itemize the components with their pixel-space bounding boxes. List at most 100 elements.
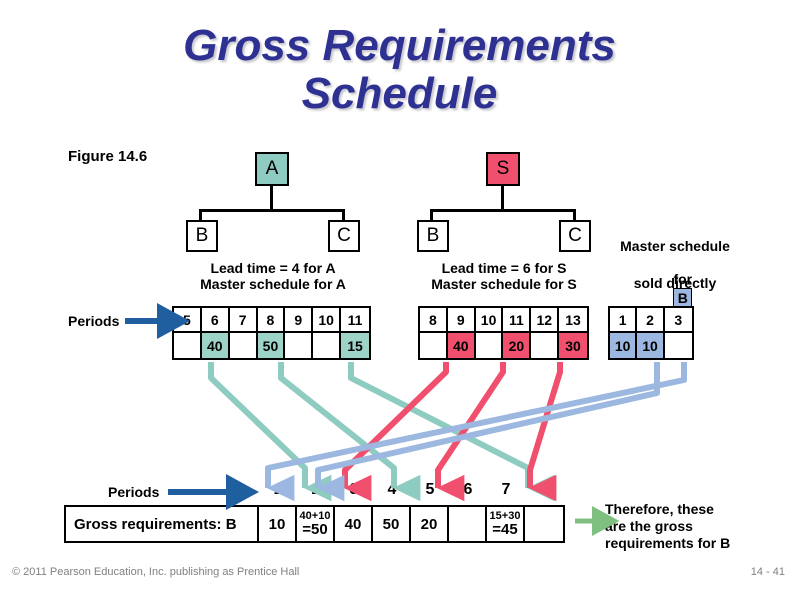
arrow-a-15-to-p7 bbox=[348, 362, 555, 502]
figure-label: Figure 14.6 bbox=[68, 148, 148, 165]
schedule-a-value-cell bbox=[285, 333, 314, 358]
tree-a-caption-line2: Master schedule for A bbox=[200, 276, 346, 292]
gross-value-cell: 40 bbox=[335, 507, 373, 541]
note-line1: Therefore, these bbox=[605, 501, 714, 517]
periods-label-top: Periods bbox=[68, 313, 120, 329]
schedule-a-value-cell bbox=[313, 333, 342, 358]
page-title-line-2: Schedule bbox=[301, 69, 498, 118]
gross-period-header: 6 bbox=[463, 481, 473, 498]
gross-period-header: 2 bbox=[311, 481, 321, 498]
schedule-s-value-cell bbox=[531, 333, 560, 358]
schedule-s-value-cell: 20 bbox=[503, 333, 532, 358]
gross-period-header: 5 bbox=[425, 481, 435, 498]
tree-a-caption-line1: Lead time = 4 for A bbox=[210, 260, 336, 276]
arrow-b-10-to-p2 bbox=[315, 362, 660, 502]
gross-value-cell bbox=[525, 507, 563, 541]
schedule-a-value-cell bbox=[229, 333, 258, 358]
tree-s-child-b-node: B bbox=[417, 220, 449, 252]
schedule-s-period-cell: 11 bbox=[503, 308, 532, 333]
schedule-s-value-cell bbox=[475, 333, 504, 358]
gross-value-addends: 40+10 bbox=[299, 510, 331, 522]
schedule-s-period-cell: 8 bbox=[420, 308, 448, 333]
gross-period-header: 4 bbox=[387, 481, 397, 498]
gross-value-sum: =45 bbox=[492, 521, 518, 538]
schedule-a-period-cell: 6 bbox=[201, 308, 230, 333]
tree-a-stem bbox=[270, 186, 273, 211]
tree-a-child-b-node: B bbox=[186, 220, 218, 252]
gross-period-header: 3 bbox=[349, 481, 359, 498]
gross-period-header: 8 bbox=[539, 481, 549, 498]
schedule-a-value-cell: 40 bbox=[201, 333, 230, 358]
arrow-s-30-to-p7 bbox=[527, 362, 563, 502]
gross-value-cell bbox=[449, 507, 487, 541]
tree-s-child-c-node: C bbox=[559, 220, 591, 252]
arrow-a-40-to-p2 bbox=[208, 362, 332, 502]
arrow-s-40-to-p3 bbox=[342, 362, 449, 502]
master-b-caption-for: for bbox=[673, 271, 693, 287]
arrow-a-50-to-p4 bbox=[278, 362, 421, 502]
tree-s-root-label: S bbox=[496, 158, 510, 179]
gross-value-cell: 20 bbox=[411, 507, 449, 541]
arrow-b-10-to-p1 bbox=[265, 362, 687, 502]
schedule-b-value-cell bbox=[664, 333, 692, 358]
schedule-a-period-cell: 11 bbox=[341, 308, 369, 333]
footer-copyright: © 2011 Pearson Education, Inc. publishin… bbox=[12, 566, 300, 578]
tree-s-caption-line2: Master schedule for S bbox=[431, 276, 577, 292]
tree-a-drop-left bbox=[199, 209, 202, 221]
schedule-s-value-cell bbox=[420, 333, 448, 358]
tree-s-bar bbox=[430, 209, 576, 212]
tree-s-child-b-label: B bbox=[426, 225, 440, 246]
schedule-s-period-cell: 13 bbox=[559, 308, 587, 333]
tree-a-root-node: A bbox=[255, 152, 289, 186]
gross-value-cell: 15+30=45 bbox=[487, 507, 525, 541]
schedule-b-value-cell: 10 bbox=[610, 333, 638, 358]
gross-value-cell: 10 bbox=[259, 507, 297, 541]
tree-s-drop-left bbox=[430, 209, 433, 221]
schedule-b-period-cell: 1 bbox=[610, 308, 638, 333]
gross-value-cell: 40+10=50 bbox=[297, 507, 335, 541]
tree-a-child-c-node: C bbox=[328, 220, 360, 252]
schedule-s-value-row: 40 20 30 bbox=[420, 333, 587, 358]
gross-value-cell: 50 bbox=[373, 507, 411, 541]
schedule-s-value-cell: 40 bbox=[447, 333, 476, 358]
schedule-b-period-cell: 2 bbox=[637, 308, 665, 333]
schedule-s-value-cell: 30 bbox=[559, 333, 587, 358]
master-b-caption-line1: Master schedule bbox=[620, 238, 730, 254]
gross-value-addends: 15+30 bbox=[489, 510, 521, 522]
schedule-s-period-cell: 10 bbox=[475, 308, 504, 333]
gross-value-sum: =50 bbox=[302, 521, 328, 538]
master-b-caption-line3: sold directly bbox=[633, 275, 717, 291]
tree-s-drop-right bbox=[573, 209, 576, 221]
footer-page-number: 14 - 41 bbox=[750, 566, 785, 578]
note-line3: requirements for B bbox=[605, 535, 731, 551]
schedule-s-period-cell: 12 bbox=[531, 308, 560, 333]
schedule-a-period-cell: 7 bbox=[229, 308, 258, 333]
schedule-a-period-cell: 9 bbox=[285, 308, 314, 333]
tree-s-child-c-label: C bbox=[568, 225, 582, 246]
tree-a-drop-right bbox=[342, 209, 345, 221]
tree-a-bar bbox=[199, 209, 345, 212]
tree-a-root-label: A bbox=[265, 158, 279, 179]
note-line2: are the gross bbox=[605, 518, 693, 534]
gross-row-label: Gross requirements: B bbox=[66, 507, 259, 541]
tree-a-child-c-label: C bbox=[337, 225, 351, 246]
tree-s-stem bbox=[501, 186, 504, 211]
schedule-b-value-cell: 10 bbox=[637, 333, 665, 358]
periods-label-bottom: Periods bbox=[108, 484, 160, 500]
gross-period-header: 1 bbox=[273, 481, 283, 498]
gross-period-header: 7 bbox=[501, 481, 511, 498]
schedule-b-period-cell: 3 bbox=[664, 308, 692, 333]
page-title-line-1: Gross Requirements bbox=[183, 21, 616, 70]
tree-s-caption-line1: Lead time = 6 for S bbox=[441, 260, 567, 276]
schedule-a-value-cell: 15 bbox=[341, 333, 369, 358]
